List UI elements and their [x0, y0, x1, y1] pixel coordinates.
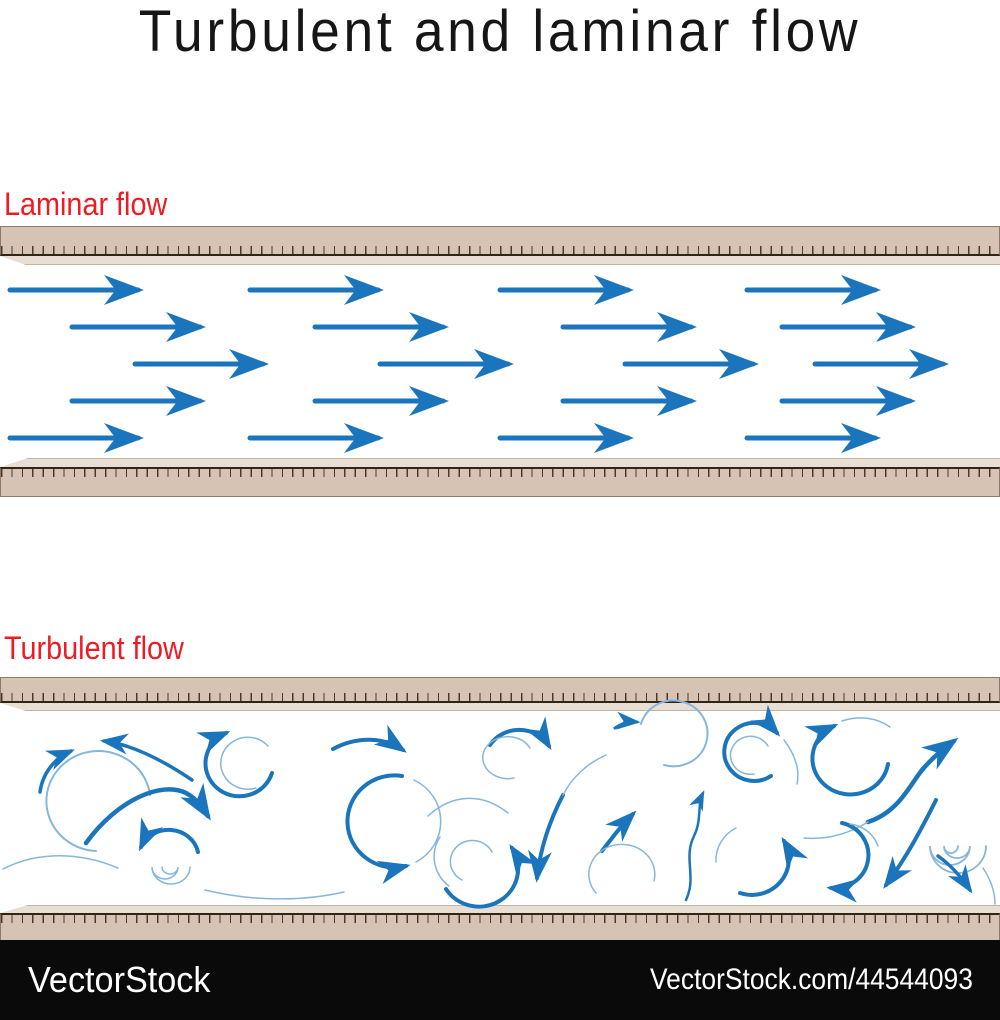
turbulent-arrow-circle-head-ne	[196, 731, 274, 799]
pipe-wall-bevel	[0, 458, 1000, 467]
pipe-wall-hatching	[1, 693, 999, 701]
turbulent-arrow-tail-light-ne-2	[849, 823, 879, 847]
turbulent-arrow-inner-arc-light	[220, 736, 269, 790]
turbulent-pipe-bottom-wall	[0, 905, 1000, 941]
laminar-pipe-top-wall	[0, 226, 1000, 265]
pipe-wall-hatching	[1, 915, 999, 923]
turbulent-arrow-spiral-light-2	[929, 845, 987, 874]
turbulent-arrow-arc-head-n	[38, 749, 75, 794]
turbulent-arrow-open-arc-light	[588, 843, 656, 894]
pipe-wall-surface	[0, 467, 1000, 497]
turbulent-flow-label: Turbulent flow	[4, 630, 184, 666]
turbulent-arrow-circle-head-n-2	[738, 836, 809, 897]
turbulent-arrow-inner-arc-light-2	[482, 735, 531, 780]
turbulent-arrow-circle-head-sw	[826, 821, 871, 903]
turbulent-arrow-s-tail-light	[803, 821, 869, 840]
turbulent-arrow-side-arc-light-3	[715, 827, 737, 863]
pipe-wall-hatching	[1, 246, 999, 254]
turbulent-arrow-corner-curve-light	[982, 867, 996, 905]
turbulent-arrow-s-curve-head-ne	[865, 737, 959, 825]
turbulent-arrow-curve-head-nw	[99, 733, 194, 782]
vectorstock-logo: VectorStock	[28, 959, 211, 1000]
turbulent-arrow-arrow-head-sw	[883, 798, 938, 889]
laminar-pipe-bottom-wall	[0, 458, 1000, 497]
turbulent-arrow-side-arc-light	[413, 779, 442, 863]
turbulent-arrow-tail-light-s	[783, 739, 799, 785]
turbulent-arrow-small-arc-head-n	[613, 711, 641, 730]
laminar-flow-label: Laminar flow	[4, 186, 168, 222]
turbulent-pipe-top-wall	[0, 677, 1000, 711]
turbulent-arrow-arc-head-e	[331, 724, 407, 753]
turbulent-arrow-circle-head-se	[488, 716, 552, 751]
page-title: Turbulent and laminar flow	[138, 0, 862, 64]
turbulent-arrow-spiral-light	[151, 866, 191, 885]
turbulent-arrow-circle-head-ne-2	[804, 724, 890, 797]
turbulent-arrow-circle-head-n	[444, 843, 537, 909]
turbulent-arrow-inner-arc-light-3	[729, 735, 769, 776]
turbulent-arrow-hump-curve-light	[427, 797, 509, 817]
turbulent-arrow-dish-curve-light	[2, 855, 119, 870]
turbulent-arrow-bottom-tail-light	[204, 889, 345, 900]
turbulent-arrow-descender-head-s	[527, 793, 565, 883]
turbulent-arrow-inner-spiral-light	[449, 839, 493, 881]
turbulent-arrow-arrow-head-ne	[600, 810, 637, 853]
pipe-wall-hatching	[1, 469, 999, 477]
pipe-wall-surface	[0, 913, 1000, 941]
turbulent-arrow-tail-light-e	[841, 717, 891, 728]
pipe-wall-bevel	[0, 256, 1000, 265]
turbulent-arrow-wavy-head-n	[684, 790, 705, 902]
turbulent-arrow-open-circle-light	[45, 750, 151, 852]
turbulent-arrow-big-circle-head-e	[345, 773, 411, 885]
turbulent-arrow-swirl-head-sw	[139, 817, 200, 854]
pipe-wall-surface	[0, 677, 1000, 703]
turbulent-arrow-tail-light-ne	[562, 754, 607, 796]
turbulent-arrow-s-curve-head-se	[83, 782, 211, 846]
pipe-wall-surface	[0, 226, 1000, 256]
turbulent-arrow-spiral-in-head-se	[722, 704, 781, 783]
turbulent-arrow-arrow-head-se	[936, 854, 973, 894]
pipe-wall-bevel	[0, 703, 1000, 711]
pipe-wall-bevel	[0, 905, 1000, 913]
turbulent-arrow-side-arc-light-2	[433, 836, 450, 887]
vectorstock-credit: VectorStock.com/44544093	[650, 963, 973, 996]
footer-bar: VectorStock VectorStock.com/44544093	[0, 940, 1000, 1020]
